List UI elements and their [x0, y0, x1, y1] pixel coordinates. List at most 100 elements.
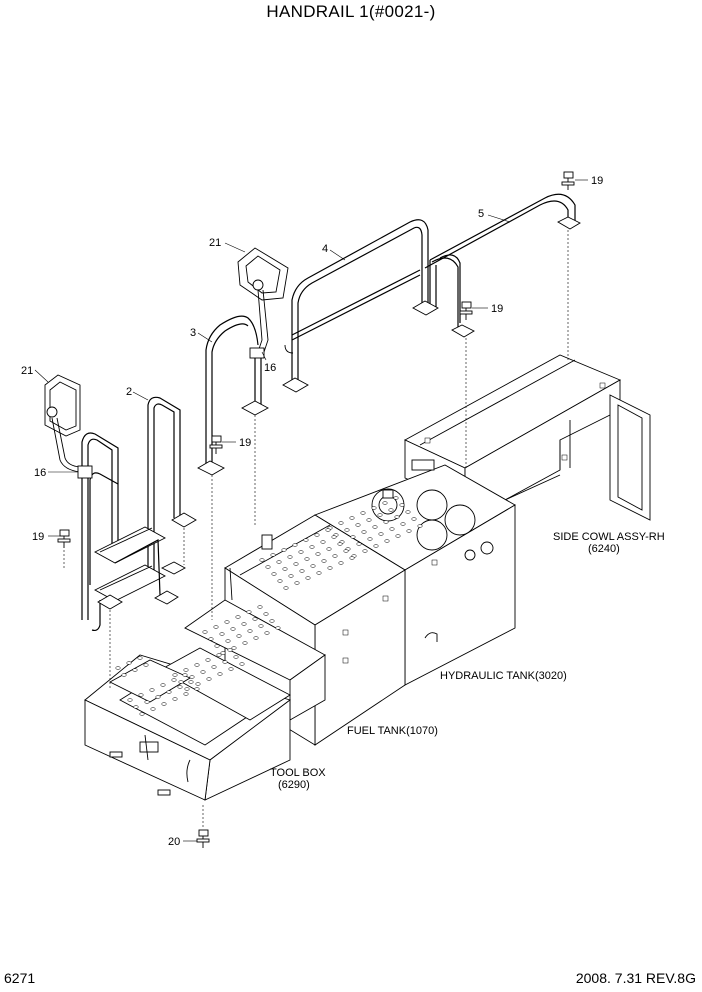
- step-hole: [394, 515, 400, 519]
- step-hole: [277, 579, 283, 583]
- label-tool-box: TOOL BOX: [270, 767, 326, 779]
- step-hole: [224, 620, 230, 624]
- step-hole: [417, 524, 423, 528]
- step-hole: [219, 632, 225, 636]
- step-hole: [287, 555, 293, 559]
- bolt-19-left: [57, 529, 71, 548]
- step-hole: [253, 636, 259, 640]
- step-hole: [182, 673, 188, 677]
- step-hole: [195, 682, 201, 686]
- mirror-lower: [44, 374, 93, 479]
- step-hole: [194, 663, 200, 667]
- bolt-19-mid: [459, 301, 473, 320]
- step-hole: [150, 707, 156, 711]
- step-hole: [214, 644, 220, 648]
- step-hole: [331, 535, 337, 539]
- step-hole: [246, 610, 252, 614]
- step-hole: [383, 520, 389, 524]
- step-hole: [149, 688, 155, 692]
- step-hole: [275, 626, 281, 630]
- callout-19-top: 19: [591, 175, 603, 187]
- step-hole: [177, 685, 183, 689]
- step-hole: [126, 661, 132, 665]
- step-hole: [338, 561, 344, 565]
- step-hole: [257, 605, 263, 609]
- step-hole: [282, 567, 288, 571]
- step-hole: [216, 653, 222, 657]
- step-hole: [360, 511, 366, 515]
- step-hole: [377, 513, 383, 517]
- callout-4: 4: [322, 243, 328, 255]
- step-hole: [133, 705, 139, 709]
- step-hole: [293, 562, 299, 566]
- step-hole: [349, 516, 355, 520]
- step-hole: [160, 683, 166, 687]
- step-hole: [310, 564, 316, 568]
- handrail-4: [282, 219, 439, 393]
- step-hole: [388, 508, 394, 512]
- handrail-5: [424, 193, 581, 338]
- callout-numbers: 19 5 21 4 19 3 16 19 21 2 16 19 20: [21, 175, 603, 848]
- step-hole: [242, 641, 248, 645]
- step-hole: [263, 612, 269, 616]
- step-hole: [132, 668, 138, 672]
- alignment-lines: [63, 230, 569, 828]
- page-number: 6271: [4, 970, 36, 986]
- step-hole: [281, 548, 287, 552]
- callout-21-upper: 21: [209, 237, 221, 249]
- step-hole: [247, 629, 253, 633]
- callout-20: 20: [168, 836, 180, 848]
- step-hole: [355, 523, 361, 527]
- step-hole: [222, 660, 228, 664]
- step-hole: [233, 655, 239, 659]
- step-hole: [121, 673, 127, 677]
- callout-21-lower: 21: [21, 365, 33, 377]
- step-hole: [271, 572, 277, 576]
- step-hole: [178, 680, 184, 684]
- step-hole: [344, 528, 350, 532]
- step-hole: [155, 695, 161, 699]
- step-hole: [137, 656, 143, 660]
- step-hole: [303, 538, 309, 542]
- step-hole: [366, 518, 372, 522]
- step-hole: [373, 544, 379, 548]
- step-hole: [227, 648, 233, 652]
- step-hole: [399, 503, 405, 507]
- step-hole: [382, 501, 388, 505]
- step-hole: [321, 559, 327, 563]
- step-hole: [206, 677, 212, 681]
- step-hole: [194, 687, 200, 691]
- step-hole: [228, 667, 234, 671]
- step-hole: [350, 535, 356, 539]
- step-hole: [188, 680, 194, 684]
- step-hole: [356, 542, 362, 546]
- label-hydraulic-tank: HYDRAULIC TANK(3020): [440, 670, 567, 682]
- step-hole: [371, 506, 377, 510]
- step-hole: [211, 665, 217, 669]
- step-hole: [270, 553, 276, 557]
- step-hole: [332, 554, 338, 558]
- label-fuel-tank: FUEL TANK(1070): [347, 725, 438, 737]
- step-hole: [239, 662, 245, 666]
- step-hole: [361, 530, 367, 534]
- step-hole: [400, 522, 406, 526]
- step-hole: [343, 549, 349, 553]
- step-hole: [139, 712, 145, 716]
- step-hole: [269, 619, 275, 623]
- step-hole: [288, 574, 294, 578]
- label-side-cowl-no: (6240): [588, 543, 620, 555]
- page-title: HANDRAIL 1(#0021-): [266, 2, 436, 21]
- step-hole: [372, 525, 378, 529]
- step-hole: [389, 527, 395, 531]
- step-hole: [217, 672, 223, 676]
- step-hole: [127, 698, 133, 702]
- step-hole: [172, 673, 178, 677]
- step-hole: [362, 549, 368, 553]
- step-hole: [337, 542, 343, 546]
- callout-leaders: [34, 179, 588, 842]
- step-hole: [292, 543, 298, 547]
- step-hole: [314, 533, 320, 537]
- step-hole: [309, 545, 315, 549]
- step-hole: [298, 550, 304, 554]
